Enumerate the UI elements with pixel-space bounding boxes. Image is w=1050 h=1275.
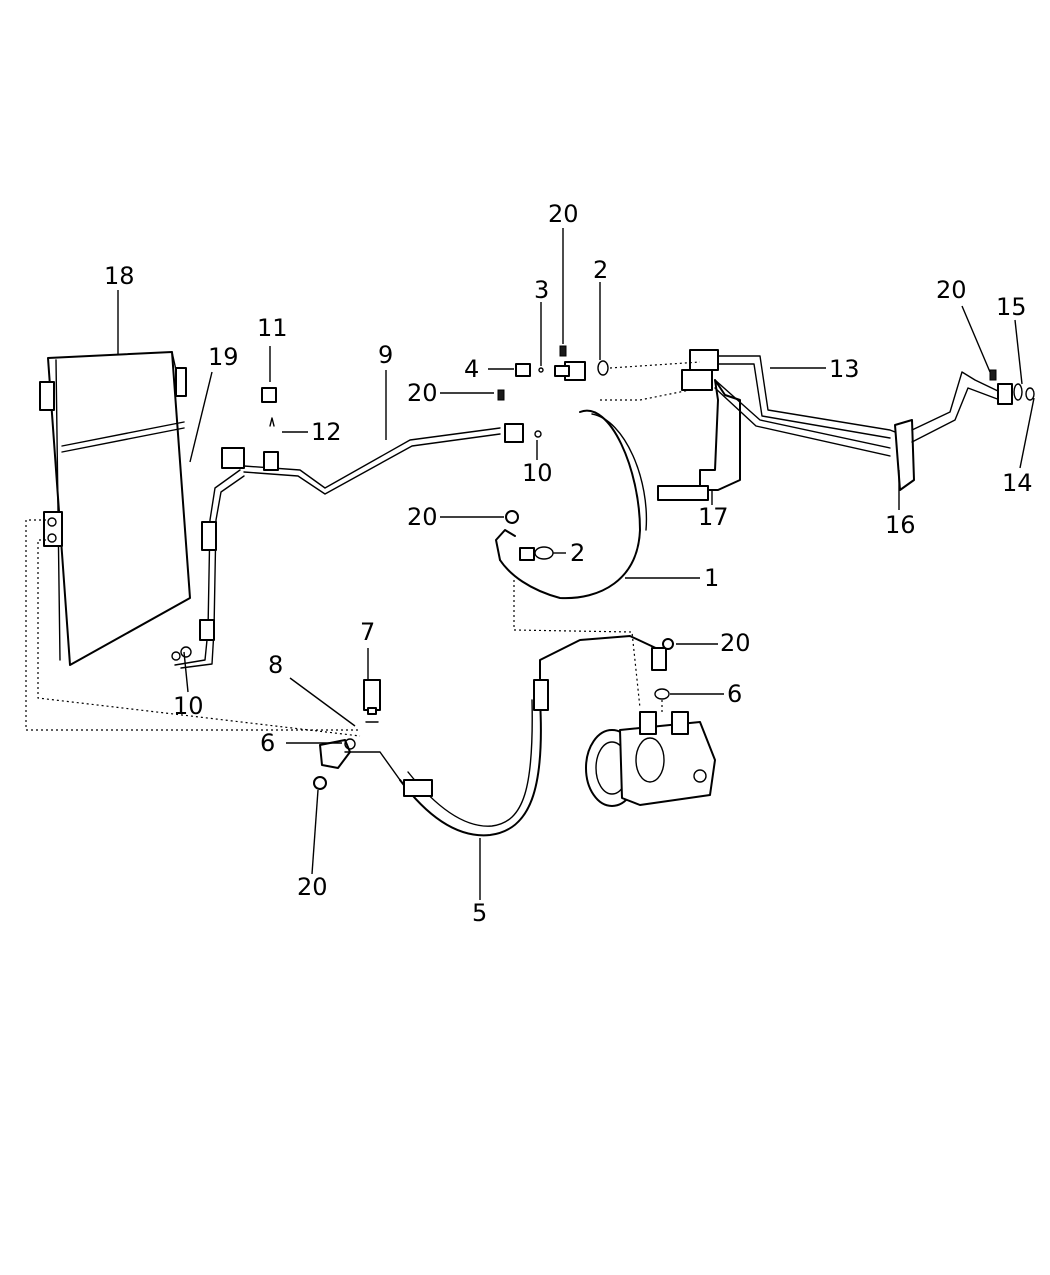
callout-20-f: 20: [297, 873, 328, 901]
callout-4: 4: [464, 355, 479, 383]
callout-6-a: 6: [727, 680, 742, 708]
service-port: [515, 345, 609, 377]
callout-5: 5: [472, 899, 487, 927]
callout-3: 3: [534, 276, 549, 304]
condenser: [39, 351, 191, 666]
dotted-routing: [25, 361, 701, 737]
callout-7: 7: [360, 618, 375, 646]
callout-9: 9: [378, 341, 393, 369]
liquid-line: [174, 423, 542, 669]
callout-12: 12: [311, 418, 342, 446]
callout-20-d: 20: [407, 503, 438, 531]
callout-14: 14: [1002, 469, 1033, 497]
callout-10-a: 10: [522, 459, 553, 487]
callout-10-b: 10: [173, 692, 204, 720]
callout-19: 19: [208, 343, 239, 371]
callout-20-a: 20: [407, 379, 438, 407]
callout-20-c: 20: [936, 276, 967, 304]
callout-16: 16: [885, 511, 916, 539]
callout-1: 1: [704, 564, 719, 592]
filter-cap: [261, 387, 277, 427]
discharge-hose: [319, 635, 667, 837]
callout-11: 11: [257, 314, 288, 342]
compressor: [585, 711, 716, 807]
callout-2-b: 2: [570, 539, 585, 567]
callout-20-b: 20: [548, 200, 579, 228]
callout-17: 17: [698, 503, 729, 531]
pressure-switch: [363, 679, 381, 723]
callout-labels: 18 19 11 12 9 20 10 4 3 20 2 13 17 16 20…: [104, 200, 1033, 927]
callout-2-a: 2: [593, 256, 608, 284]
evaporator-lines: [657, 349, 1035, 501]
leader-lines: [117, 228, 1035, 900]
callout-18: 18: [104, 262, 135, 290]
callout-13: 13: [829, 355, 860, 383]
callout-6-b: 6: [260, 729, 275, 757]
callout-15: 15: [996, 293, 1027, 321]
callout-8: 8: [268, 651, 283, 679]
callout-20-e: 20: [720, 629, 751, 657]
